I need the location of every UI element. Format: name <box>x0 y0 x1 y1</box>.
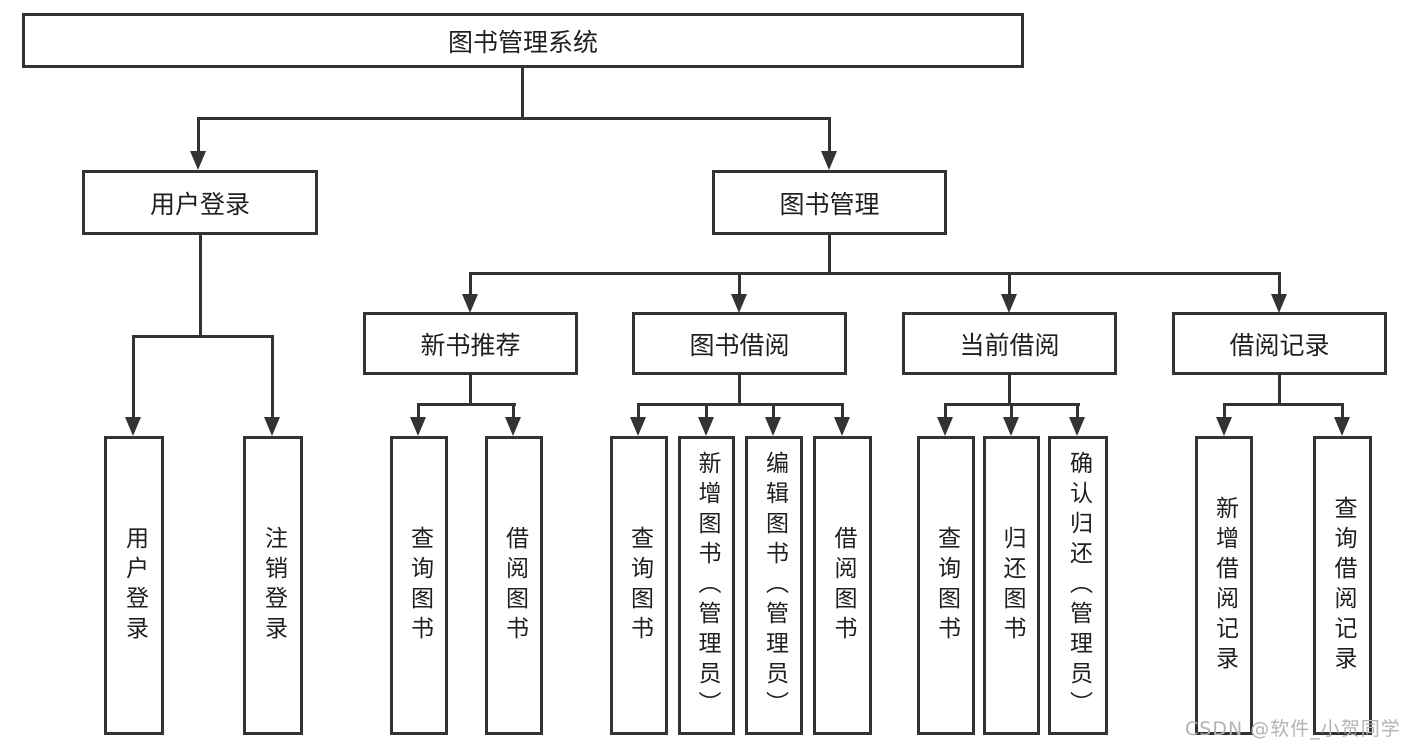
arrow-head-icon <box>1334 417 1350 436</box>
arrow-head-icon <box>821 151 837 170</box>
node-user-login: 用户登录 <box>82 170 318 235</box>
arrow-head-icon <box>264 417 280 436</box>
edge-line <box>132 335 273 338</box>
arrow-head-icon <box>731 294 747 313</box>
edge-line <box>197 117 200 154</box>
edge-line <box>638 403 844 406</box>
leaf-borrow-edit-books-admin: 编辑图书（管理员） <box>745 436 803 735</box>
leaf-records-query-record: 查询借阅记录 <box>1313 436 1372 735</box>
node-book-borrow: 图书借阅 <box>632 312 847 375</box>
edge-line <box>1008 375 1011 406</box>
edge-line <box>271 335 274 418</box>
leaf-newbook-borrow-books: 借阅图书 <box>485 436 543 735</box>
arrow-head-icon <box>1069 417 1085 436</box>
arrow-head-icon <box>125 417 141 436</box>
edge-line <box>944 403 947 418</box>
edge-line <box>1223 403 1344 406</box>
edge-line <box>418 403 516 406</box>
edge-line <box>1278 375 1281 406</box>
edge-line <box>1010 403 1013 418</box>
leaf-newbook-query-books: 查询图书 <box>390 436 448 735</box>
node-current-borrow: 当前借阅 <box>902 312 1117 375</box>
arrow-head-icon <box>698 417 714 436</box>
leaf-records-add-record: 新增借阅记录 <box>1195 436 1253 735</box>
arrow-head-icon <box>937 417 953 436</box>
edge-line <box>1076 403 1079 418</box>
arrow-head-icon <box>1271 294 1287 313</box>
arrow-head-icon <box>505 417 521 436</box>
edge-line <box>1341 403 1344 418</box>
leaf-user-login: 用户登录 <box>104 436 164 735</box>
arrow-head-icon <box>410 417 426 436</box>
edge-line <box>1223 403 1226 418</box>
edge-line <box>469 272 472 296</box>
edge-line <box>828 235 831 275</box>
arrow-head-icon <box>834 417 850 436</box>
leaf-logout: 注销登录 <box>243 436 303 735</box>
leaf-current-query-books: 查询图书 <box>917 436 975 735</box>
edge-line <box>637 403 640 418</box>
arrow-head-icon <box>765 417 781 436</box>
edge-line <box>772 403 775 418</box>
node-new-book-recommend: 新书推荐 <box>363 312 578 375</box>
edge-line <box>1278 272 1281 296</box>
edge-line <box>417 403 420 418</box>
edge-line <box>841 403 844 418</box>
edge-line <box>828 117 831 154</box>
arrow-head-icon <box>462 294 478 313</box>
edge-line <box>132 335 135 418</box>
arrow-head-icon <box>630 417 646 436</box>
leaf-borrow-add-books-admin: 新增图书（管理员） <box>678 436 735 735</box>
csdn-watermark: CSDN @软件_小贺同学 <box>1185 718 1401 740</box>
arrow-head-icon <box>1001 294 1017 313</box>
edge-line <box>469 375 472 406</box>
node-book-management: 图书管理 <box>712 170 947 235</box>
node-root: 图书管理系统 <box>22 13 1024 68</box>
edge-line <box>705 403 708 418</box>
leaf-borrow-query-books: 查询图书 <box>610 436 668 735</box>
leaf-current-confirm-return-admin: 确认归还（管理员） <box>1048 436 1108 735</box>
leaf-borrow-borrow-books: 借阅图书 <box>813 436 872 735</box>
edge-line <box>1008 272 1011 296</box>
edge-line <box>738 272 741 296</box>
edge-line <box>197 117 831 120</box>
arrow-head-icon <box>1216 417 1232 436</box>
edge-line <box>469 272 1281 275</box>
node-borrow-records: 借阅记录 <box>1172 312 1387 375</box>
edge-line <box>512 403 515 418</box>
leaf-current-return-books: 归还图书 <box>983 436 1040 735</box>
arrow-head-icon <box>190 151 206 170</box>
arrow-head-icon <box>1003 417 1019 436</box>
edge-line <box>738 375 741 406</box>
edge-line <box>521 68 524 120</box>
edge-line <box>199 235 202 338</box>
